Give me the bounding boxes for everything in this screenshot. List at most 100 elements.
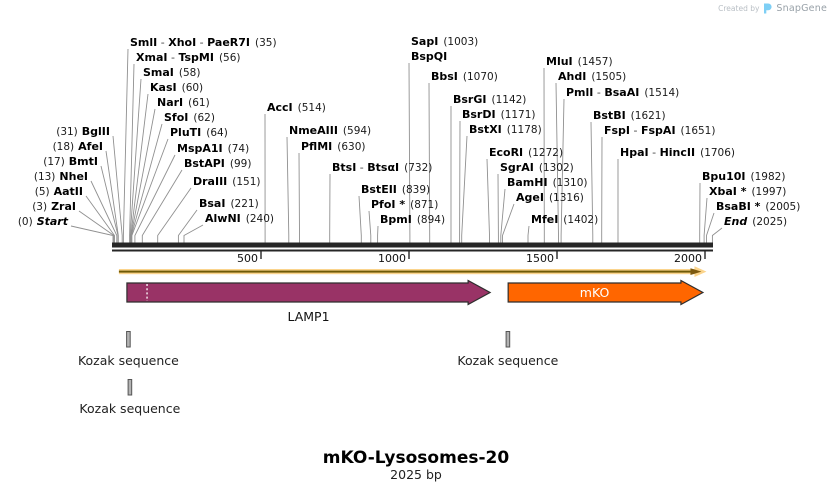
site-leader-line — [100, 165, 119, 243]
site-label-pflmi[interactable]: PflMI(630) — [301, 140, 366, 154]
site-leader-line — [134, 154, 176, 243]
site-leader-line — [85, 195, 115, 243]
site-label-btsi[interactable]: BtsI - BtsαI(732) — [332, 161, 433, 175]
site-label-aatii[interactable]: (5)AatII — [34, 185, 83, 199]
ruler-tick-label: 1000 — [378, 251, 406, 265]
site-leader-line — [527, 225, 530, 243]
site-leader-line — [428, 82, 431, 243]
site-leader-line — [358, 195, 362, 243]
site-label-bstbi[interactable]: BstBI(1621) — [593, 109, 666, 123]
site-label-bglii[interactable]: (31)BglII — [56, 125, 110, 139]
site-label-mlui[interactable]: MluI(1457) — [546, 55, 613, 69]
kozak-sequence-marker[interactable] — [127, 379, 133, 396]
feature-label-mko[interactable]: mKO — [579, 285, 610, 300]
site-label-agei[interactable]: AgeI(1316) — [516, 191, 584, 205]
site-leader-line — [461, 135, 468, 243]
snapgene-brand-text: SnapGene — [776, 3, 827, 14]
site-label-bmti[interactable]: (17)BmtI — [43, 155, 98, 169]
sequence-bar-lower-line — [112, 249, 713, 252]
site-leader-line — [555, 82, 559, 243]
site-label-ahdi[interactable]: AhdI(1505) — [558, 70, 627, 84]
site-label-smai[interactable]: SmaI(58) — [143, 66, 201, 80]
site-leader-line — [130, 123, 163, 243]
site-label-nhei[interactable]: (13)NheI — [33, 170, 88, 184]
ruler-tick-label: 1500 — [526, 251, 554, 265]
site-leader-line — [131, 138, 169, 243]
site-label-bstxi[interactable]: BstXI(1178) — [469, 123, 542, 137]
site-label-xbai[interactable]: XbaI *(1997) — [709, 185, 787, 199]
site-label-nmeaiii[interactable]: NmeAIII(594) — [289, 124, 372, 138]
site-label-mfei[interactable]: MfeI(1402) — [531, 213, 599, 227]
site-leader-line — [706, 212, 715, 243]
site-label-fspi[interactable]: FspI - FspAI(1651) — [604, 124, 716, 138]
site-label-bsteii[interactable]: BstEII(839) — [361, 183, 431, 197]
site-label-pmli[interactable]: PmlI - BsaAI(1514) — [566, 86, 680, 100]
site-label-pluti[interactable]: PluTI(64) — [170, 126, 228, 140]
kozak-sequence-marker[interactable] — [126, 331, 131, 348]
site-leader-line — [70, 225, 114, 243]
site-leader-line — [130, 93, 149, 243]
kozak-sequence-label[interactable]: Kozak sequence — [79, 400, 181, 416]
site-label-bbsi[interactable]: BbsI(1070) — [431, 70, 498, 84]
site-label-ecori[interactable]: EcoRI(1272) — [489, 146, 564, 160]
site-label-end[interactable]: End(2025) — [724, 215, 788, 229]
site-leader-line — [177, 209, 198, 243]
site-label-smli[interactable]: SmlI - XhoI - PaeR7I(35) — [130, 36, 277, 50]
site-label-start[interactable]: (0)Start — [17, 215, 68, 229]
ruler-tick-label: 2000 — [674, 251, 702, 265]
site-label-bsabi[interactable]: BsaBI *(2005) — [716, 200, 801, 214]
site-label-sfoi[interactable]: SfoI(62) — [164, 111, 215, 125]
site-leader-line — [486, 158, 490, 243]
site-label-afei[interactable]: (18)AfeI — [52, 140, 103, 154]
site-label-bamhi[interactable]: BamHI(1310) — [507, 176, 588, 190]
site-label-mspa1i[interactable]: MspA1I(74) — [177, 142, 250, 156]
site-label-kasi[interactable]: KasI(60) — [150, 81, 204, 95]
site-leader-line — [502, 203, 515, 243]
sequence-bar — [112, 242, 713, 248]
site-leader-line — [112, 135, 123, 243]
site-label-bsai[interactable]: BsaI(221) — [199, 197, 259, 211]
site-label-sapi[interactable]: SapI(1003) — [411, 35, 479, 49]
kozak-sequence-label[interactable]: Kozak sequence — [457, 352, 559, 368]
site-leader-line — [711, 227, 723, 243]
site-label-zrai[interactable]: (3)ZraI — [32, 200, 76, 214]
orf-arrow-core-line — [118, 270, 691, 273]
feature-arrow-lamp1[interactable] — [126, 279, 492, 306]
site-label-draiii[interactable]: DraIII(151) — [193, 175, 261, 189]
site-label-sgrai[interactable]: SgrAI(1302) — [500, 161, 574, 175]
site-label-bsrdi[interactable]: BsrDI(1171) — [462, 108, 536, 122]
site-leader-line — [78, 210, 115, 243]
site-leader-line — [90, 180, 118, 243]
sequence-title: mKO-Lysosomes-20 — [322, 448, 510, 468]
ruler-tick — [408, 250, 410, 259]
site-label-bstapi[interactable]: BstAPI(99) — [184, 157, 252, 171]
site-leader-line — [286, 136, 290, 243]
site-leader-line — [368, 210, 372, 243]
feature-arrow-mko[interactable] — [507, 279, 705, 306]
site-leader-line — [183, 224, 204, 243]
snapgene-watermark: Created by SnapGene — [718, 3, 827, 14]
site-label-nari[interactable]: NarI(61) — [157, 96, 210, 110]
site-label-bspqi[interactable]: BspQI — [411, 50, 448, 63]
site-leader-line — [408, 62, 411, 243]
feature-label-lamp1[interactable]: LAMP1 — [287, 308, 330, 324]
site-label-bsrgi[interactable]: BsrGI(1142) — [453, 93, 527, 107]
site-label-bpmi[interactable]: BpmI(894) — [380, 213, 446, 227]
snapgene-logo-icon — [764, 3, 773, 14]
site-label-xmai[interactable]: XmaI - TspMI(56) — [136, 51, 241, 65]
site-label-hpai[interactable]: HpaI - HincII(1706) — [620, 146, 736, 160]
site-label-alwni[interactable]: AlwNI(240) — [205, 212, 274, 226]
site-leader-line — [298, 152, 300, 243]
sequence-length: 2025 bp — [390, 467, 442, 482]
kozak-sequence-marker[interactable] — [505, 331, 511, 348]
kozak-sequence-label[interactable]: Kozak sequence — [77, 352, 179, 368]
site-label-bpu10i[interactable]: Bpu10I(1982) — [702, 170, 786, 184]
site-label-pfoi[interactable]: PfoI *(871) — [371, 198, 439, 212]
site-leader-line — [560, 98, 565, 243]
site-leader-line — [590, 121, 594, 243]
ruler-tick — [556, 250, 558, 259]
site-label-acci[interactable]: AccI(514) — [267, 101, 326, 115]
site-leader-line — [157, 187, 192, 243]
